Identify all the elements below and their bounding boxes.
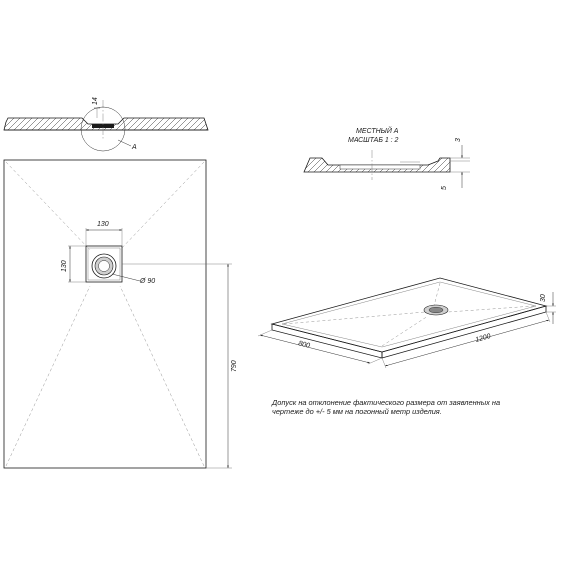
section-dim-depth: 14 [92, 97, 99, 105]
plan-view: 130 130 Ø 90 790 [3, 159, 238, 469]
plan-dim-drain-height: 130 [61, 260, 68, 272]
tolerance-note: Допуск на отклонение фактического размер… [271, 398, 500, 416]
iso-view: 800 1200 30 [257, 277, 556, 369]
callout-label: A [131, 144, 137, 151]
detail-title-line1: МЕСТНЫЙ А [356, 126, 399, 135]
iso-dim-height: 30 [540, 294, 547, 302]
drain-grate [91, 253, 117, 279]
tray-outline [3, 159, 207, 469]
plan-dim-drain-diameter: Ø 90 [139, 278, 155, 285]
iso-dim-length: 1200 [475, 333, 492, 344]
iso-top-face [270, 277, 548, 353]
detail-dim-top: 3 [455, 138, 462, 142]
detail-title-line2: МАСШТАБ 1 : 2 [348, 137, 399, 144]
iso-right-face [381, 305, 547, 359]
tolerance-line1: Допуск на отклонение фактического размер… [271, 398, 500, 407]
plan-dim-drain-width: 130 [97, 221, 109, 228]
plan-dim-overall-length: 790 [231, 360, 238, 372]
iso-dim-width: 800 [298, 340, 311, 350]
tolerance-line2: чертеже до +/- 5 мм на погонный метр изд… [272, 407, 442, 416]
section-drain [92, 124, 114, 128]
callout-circle [80, 106, 126, 152]
section-view: A 14 [3, 97, 209, 152]
iso-front-face [271, 323, 383, 359]
detail-a: МЕСТНЫЙ А МАСШТАБ 1 : 2 3 5 [303, 126, 470, 190]
detail-dim-side: 5 [441, 186, 448, 190]
